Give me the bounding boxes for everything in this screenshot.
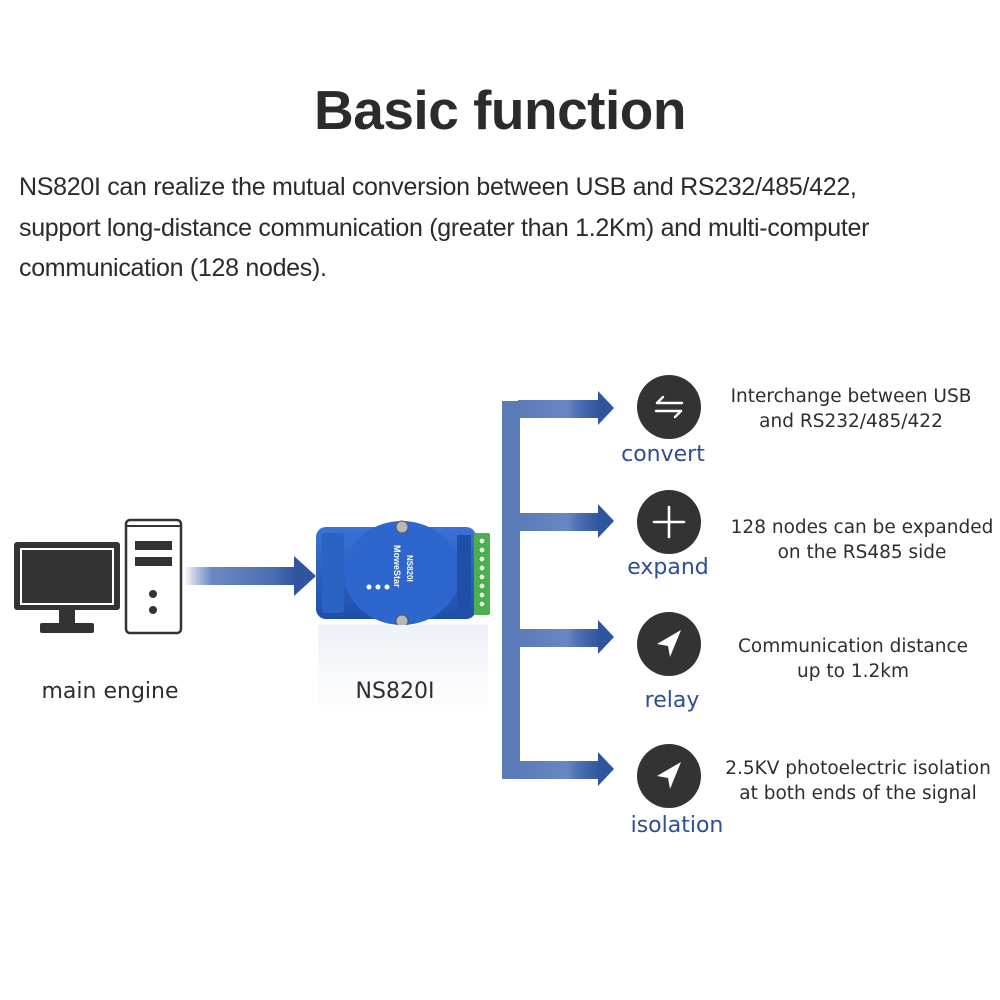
branch-arrow-convert: [518, 391, 614, 425]
desc-line: on the RS485 side: [777, 542, 947, 563]
description: NS820I can realize the mutual conversion…: [19, 167, 994, 289]
function-desc-relay: Communication distance up to 1.2km: [703, 634, 1000, 684]
function-label-isolation: isolation: [630, 813, 724, 838]
function-desc-convert: Interchange between USB and RS232/485/42…: [701, 384, 1000, 434]
desc-line: Interchange between USB: [730, 386, 972, 407]
relay-circle: [637, 612, 701, 676]
function-desc-expand: 128 nodes can be expanded on the RS485 s…: [712, 515, 1000, 565]
convert-circle: [637, 375, 701, 439]
host-label: main engine: [41, 679, 179, 704]
page-title: Basic function: [314, 79, 686, 141]
desc-line: 128 nodes can be expanded: [730, 517, 994, 538]
expand-circle: [637, 490, 701, 554]
branch-arrow-relay: [518, 620, 614, 654]
desktop-computer-icon: [14, 518, 183, 635]
svg-text:NS820I: NS820I: [405, 555, 414, 582]
device-reflection: [318, 625, 488, 715]
function-label-expand: expand: [627, 555, 709, 580]
description-line: NS820I can realize the mutual conversion…: [19, 173, 857, 201]
branch-arrow-expand: [518, 504, 614, 538]
plus-icon: [652, 505, 686, 539]
converter-device-image: MoweStar NS820I: [316, 520, 490, 628]
description-line: support long-distance communication (gre…: [19, 213, 870, 242]
desc-line: and RS232/485/422: [759, 411, 943, 432]
device-label: NS820I: [355, 679, 435, 704]
svg-text:MoweStar: MoweStar: [392, 545, 402, 588]
navigation-arrow-icon: [657, 630, 681, 657]
function-label-relay: relay: [644, 688, 700, 713]
desc-line: Communication distance: [737, 636, 969, 657]
description-line: communication (128 nodes).: [19, 254, 327, 282]
function-label-convert: convert: [621, 442, 705, 467]
navigation-arrow-icon: [657, 762, 681, 789]
desc-line: at both ends of the signal: [739, 783, 977, 804]
swap-arrows-icon: [654, 395, 684, 419]
isolation-circle: [637, 744, 701, 808]
desc-line: 2.5KV photoelectric isolation: [725, 758, 991, 779]
desc-line: up to 1.2km: [797, 661, 909, 682]
host-to-device-arrow: [184, 556, 316, 596]
function-desc-isolation: 2.5KV photoelectric isolation at both en…: [708, 756, 1000, 806]
branch-arrow-isolation: [518, 752, 614, 786]
bus-bar: [502, 401, 520, 779]
